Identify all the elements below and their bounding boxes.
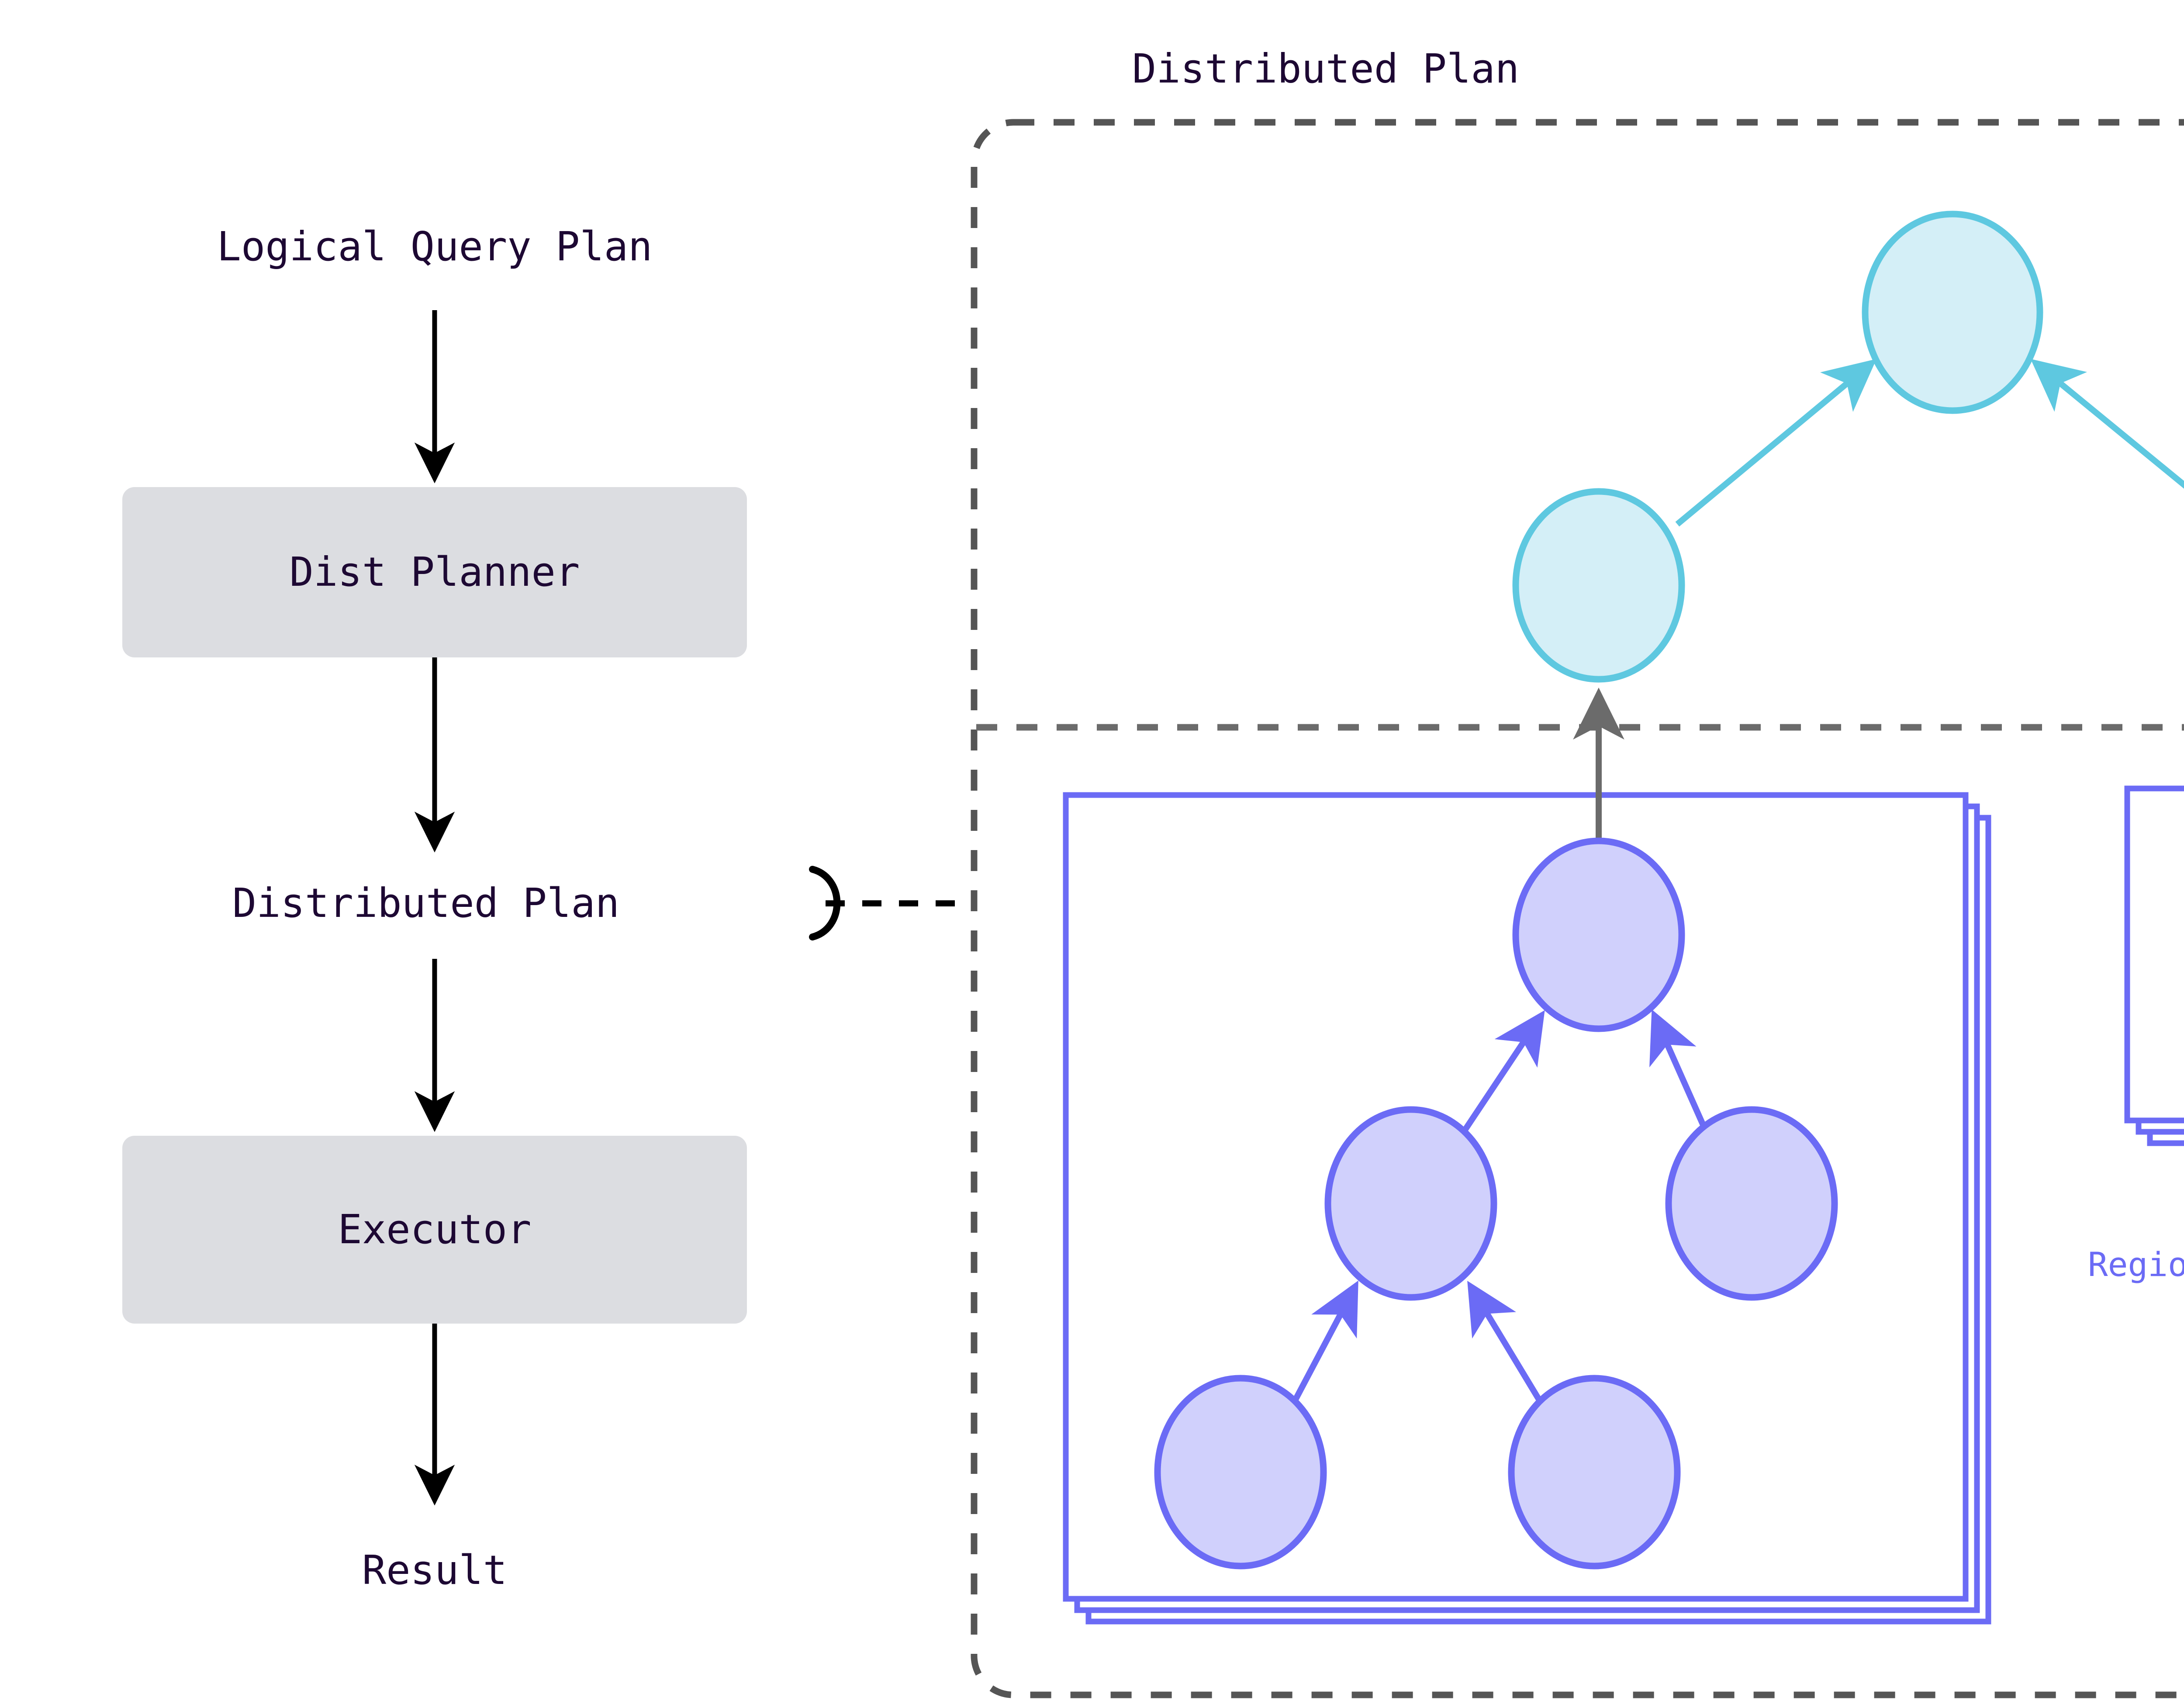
pipeline-gray-boxes (122, 487, 747, 1324)
datanode-node-right-child[interactable] (1665, 1106, 1838, 1301)
edge-dn-lf1-to-dn-mid (1290, 1280, 1358, 1406)
datanode-nodes-left-region[interactable] (1154, 837, 1838, 1570)
cross-stage-arrows (1573, 688, 1624, 841)
frontend-node-left[interactable] (1512, 488, 1685, 683)
datanode-node-mid[interactable] (1324, 1106, 1497, 1301)
distributed-plan-label: Distributed Plan (232, 880, 620, 927)
region-stack-right[interactable] (2124, 785, 2184, 1146)
distributed-plan-title: Distributed Plan (1132, 45, 1520, 92)
edge-dn-lf2-to-dn-mid (1467, 1281, 1545, 1406)
datanode-edges (1290, 1009, 1711, 1406)
region-box-right-layer-1 (2124, 785, 2184, 1124)
executor-label: Executor (338, 1206, 532, 1253)
edge-dn-mid-to-dn-root (1458, 1010, 1545, 1138)
dist-planner-label: Dist Planner (289, 549, 580, 595)
edge-fe-right-to-fe-root (2030, 359, 2184, 489)
executor-box[interactable] (122, 1136, 747, 1324)
result-label: Result (362, 1547, 508, 1594)
frontend-node-root[interactable] (1862, 211, 2043, 414)
logical-query-plan-label: Logical Query Plan (217, 223, 653, 270)
frontend-nodes[interactable] (1512, 211, 2184, 683)
datanode-node-root[interactable] (1512, 837, 1685, 1032)
edge-dn-rt-to-dn-root (1649, 1009, 1711, 1137)
datanode-node-leaf-2[interactable] (1508, 1375, 1681, 1570)
datanode-node-leaf-1[interactable] (1154, 1375, 1327, 1570)
frontend-edges (1675, 359, 2184, 527)
distributed-plan-container (971, 119, 2184, 1698)
regions-label: Regions (2088, 1245, 2184, 1284)
dist-planner-box[interactable] (122, 487, 747, 657)
edge-fe-left-to-fe-root (1675, 359, 1877, 527)
